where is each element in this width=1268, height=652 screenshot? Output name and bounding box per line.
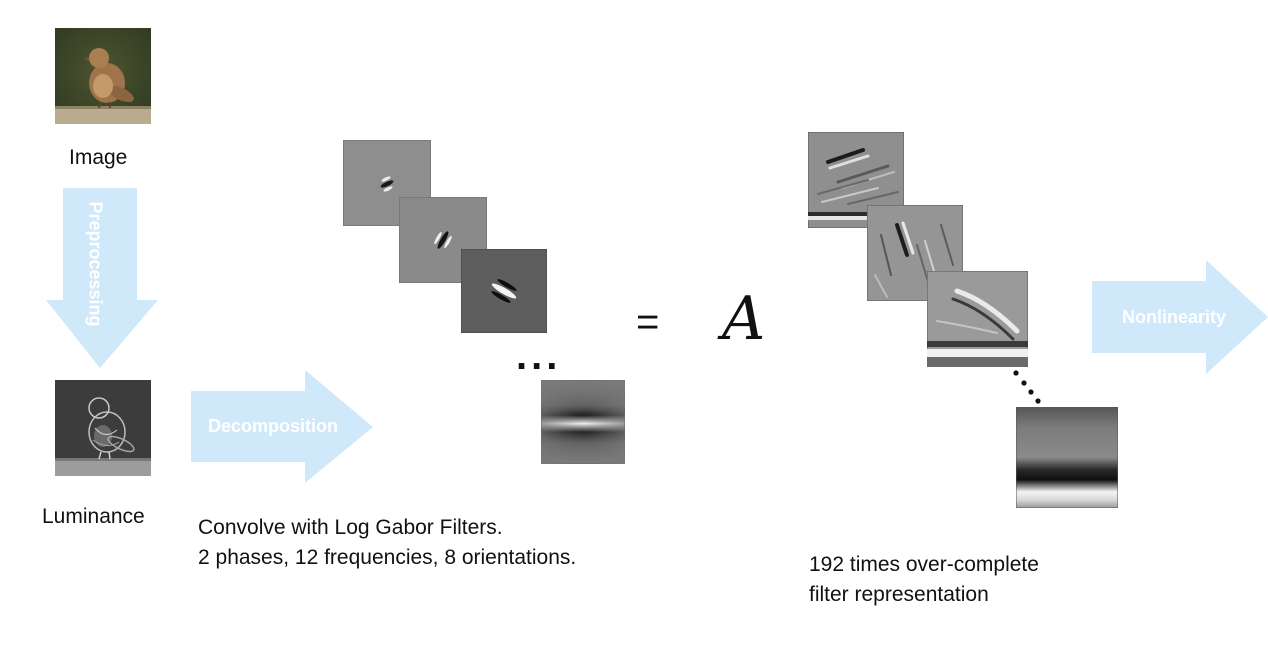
luminance-label: Luminance (42, 505, 145, 528)
representation-caption: 192 times over-complete filter represent… (809, 550, 1039, 610)
gabor-filter-last (541, 380, 625, 464)
filter-ellipsis: ... (516, 334, 562, 378)
image-label: Image (69, 146, 128, 169)
convolve-caption: Convolve with Log Gabor Filters. 2 phase… (198, 513, 576, 573)
representation-ellipsis (1013, 370, 1041, 404)
gabor-filter-2 (399, 197, 487, 283)
representation-map-3 (927, 271, 1028, 367)
decomposition-arrow: Decomposition (191, 370, 373, 483)
preprocessing-arrow: Preprocessing (46, 188, 158, 368)
representation-caption-line-1: 192 times over-complete (809, 553, 1039, 576)
representation-caption-line-2: filter representation (809, 583, 989, 606)
preprocessing-label: Preprocessing (85, 201, 105, 326)
decomposition-label: Decomposition (208, 416, 338, 436)
bird-image (55, 28, 151, 124)
convolve-caption-line-2: 2 phases, 12 frequencies, 8 orientations… (198, 546, 577, 569)
convolve-caption-line-1: Convolve with Log Gabor Filters. (198, 516, 503, 539)
matrix-symbol: A (722, 284, 766, 354)
representation-map-last (1016, 407, 1118, 508)
equals-sign: = (636, 300, 660, 344)
luminance-image (55, 380, 151, 476)
gabor-filter-3 (461, 249, 547, 333)
nonlinearity-arrow: Nonlinearity (1092, 260, 1268, 374)
nonlinearity-label: Nonlinearity (1122, 307, 1226, 327)
